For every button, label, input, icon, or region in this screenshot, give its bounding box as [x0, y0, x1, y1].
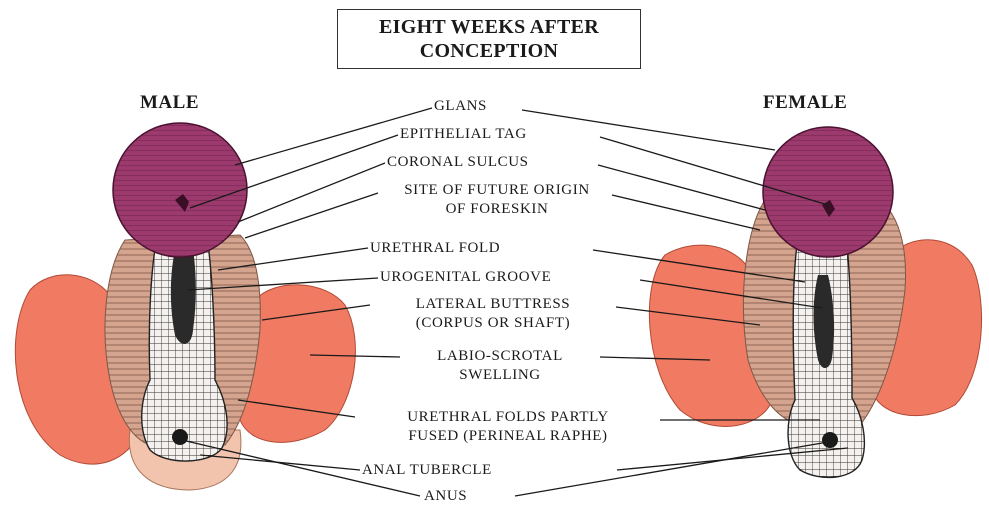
label-anus: ANUS [424, 487, 467, 506]
leader-anus-female [515, 442, 828, 496]
male-anus [172, 429, 188, 445]
label-glans: GLANS [434, 97, 487, 116]
label-fused-folds-line2: FUSED (PERINEAL RAPHE) [356, 427, 660, 446]
label-anal-tubercle: ANAL TUBERCLE [362, 461, 492, 480]
label-lateral-buttress-line2: (CORPUS OR SHAFT) [370, 314, 616, 333]
label-future-foreskin: SITE OF FUTURE ORIGIN OF FORESKIN [378, 181, 616, 219]
female-heading: FEMALE [763, 92, 847, 114]
leader-foreskin-female [612, 195, 760, 230]
label-future-foreskin-line1: SITE OF FUTURE ORIGIN [378, 181, 616, 200]
title-box: EIGHT WEEKS AFTER CONCEPTION [337, 9, 641, 69]
label-labio-scrotal: LABIO-SCROTAL SWELLING [400, 347, 600, 385]
leader-coronal-sulcus-male [238, 163, 385, 222]
label-labio-scrotal-line1: LABIO-SCROTAL [400, 347, 600, 366]
label-fused-folds: URETHRAL FOLDS PARTLY FUSED (PERINEAL RA… [356, 408, 660, 446]
leader-foreskin-male [245, 193, 378, 238]
label-urethral-fold: URETHRAL FOLD [370, 239, 500, 258]
leader-glans-female [522, 110, 775, 150]
label-lateral-buttress: LATERAL BUTTRESS (CORPUS OR SHAFT) [370, 295, 616, 333]
label-fused-folds-line1: URETHRAL FOLDS PARTLY [356, 408, 660, 427]
male-heading: MALE [140, 92, 199, 114]
female-figure [649, 127, 981, 477]
title-line-2: CONCEPTION [338, 39, 640, 63]
male-glans [113, 123, 247, 257]
leader-coronal-sulcus-female [598, 165, 765, 210]
label-labio-scrotal-line2: SWELLING [400, 366, 600, 385]
label-future-foreskin-line2: OF FORESKIN [378, 200, 616, 219]
female-anus [822, 432, 838, 448]
male-figure [15, 123, 355, 490]
title-line-1: EIGHT WEEKS AFTER [338, 15, 640, 39]
label-lateral-buttress-line1: LATERAL BUTTRESS [370, 295, 616, 314]
label-coronal-sulcus: CORONAL SULCUS [387, 153, 529, 172]
label-urogenital-groove: UROGENITAL GROOVE [380, 268, 551, 287]
label-epithelial-tag: EPITHELIAL TAG [400, 125, 527, 144]
